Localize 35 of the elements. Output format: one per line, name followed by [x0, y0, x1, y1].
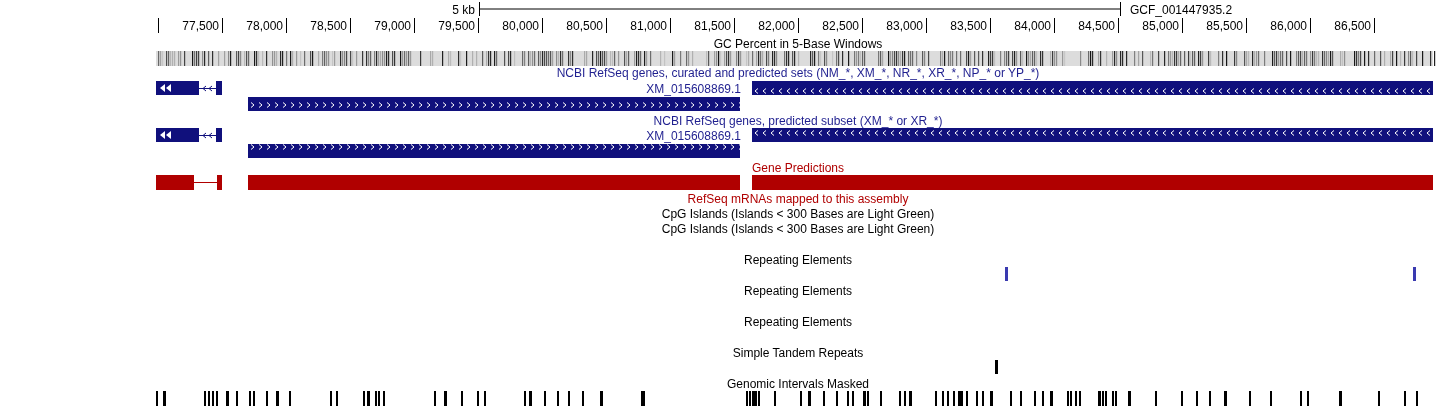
tick-label: 79,500 — [438, 20, 475, 33]
scale-label: 5 kb — [452, 4, 475, 17]
tick-label: 80,000 — [502, 20, 539, 33]
track-title: Simple Tandem Repeats — [732, 347, 864, 360]
tick-label: 85,000 — [1142, 20, 1179, 33]
track-title: Repeating Elements — [743, 316, 853, 329]
track-title: Genomic Intervals Masked — [726, 378, 870, 391]
track-title: CpG Islands (Islands < 300 Bases are Light Green) — [661, 223, 935, 236]
transcript-label: XM_015608869.1 — [646, 130, 741, 143]
track-title: Repeating Elements — [743, 285, 853, 298]
tick-label: 85,500 — [1206, 20, 1243, 33]
tick-label: 86,500 — [1334, 20, 1371, 33]
tick-label: 82,500 — [822, 20, 859, 33]
assembly-label: GCF_001447935.2 — [1130, 4, 1233, 17]
tick-label: 83,000 — [886, 20, 923, 33]
tick-label: 83,500 — [950, 20, 987, 33]
tick-label: 79,000 — [374, 20, 411, 33]
track-title: CpG Islands (Islands < 300 Bases are Light Green) — [661, 208, 935, 221]
transcript-label: XM_015608869.1 — [646, 83, 741, 96]
tick-label: 84,000 — [1014, 20, 1051, 33]
tick-label: 81,000 — [630, 20, 667, 33]
tick-label: 84,500 — [1078, 20, 1115, 33]
tick-label: 86,000 — [1270, 20, 1307, 33]
track-title: NCBI RefSeq genes, curated and predicted sets (NM_*, XM_*, NR_*, XR_*, NP_* or YP_*) — [556, 67, 1040, 80]
tick-label: 82,000 — [758, 20, 795, 33]
track-title: NCBI RefSeq genes, predicted subset (XM_* or XR_*) — [653, 115, 943, 128]
track-title: GC Percent in 5-Base Windows — [713, 38, 883, 51]
tick-label: 78,500 — [310, 20, 347, 33]
tick-label: 77,500 — [182, 20, 219, 33]
tick-label: 80,500 — [566, 20, 603, 33]
track-title: Repeating Elements — [743, 254, 853, 267]
tick-label: 81,500 — [694, 20, 731, 33]
track-title: Gene Predictions — [751, 162, 845, 175]
tick-label: 78,000 — [246, 20, 283, 33]
track-title: RefSeq mRNAs mapped to this assembly — [687, 193, 909, 206]
